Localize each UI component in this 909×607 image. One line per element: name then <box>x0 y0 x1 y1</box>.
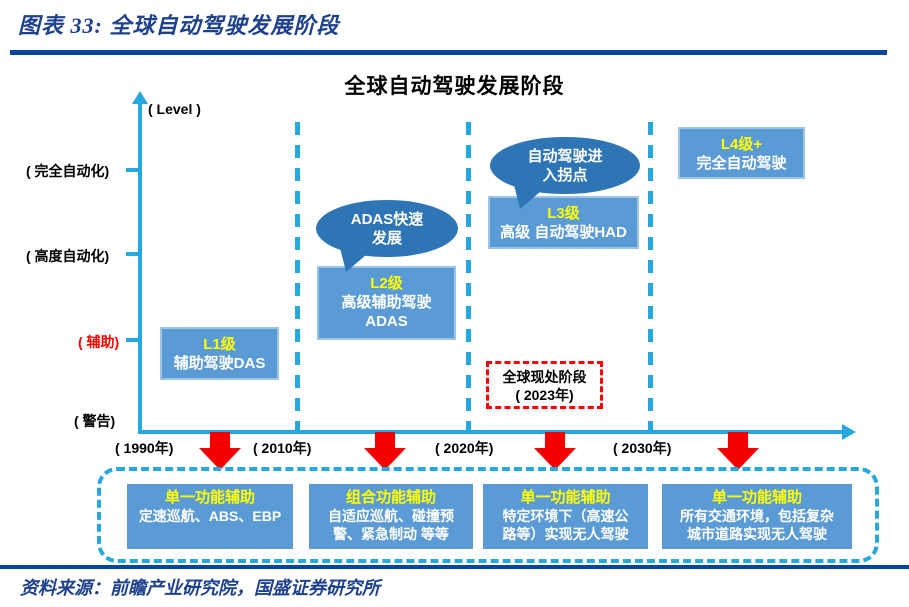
feature-4-desc: 所有交通环境，包括复杂 <box>680 508 834 524</box>
feature-box-3: 单一功能辅助 特定环境下（高速公 路等）实现无人驾驶 <box>483 484 648 549</box>
current-stage-line: ( 2023年) <box>515 387 574 403</box>
stage-box-l4: L4级+ 完全自动驾驶 <box>678 127 805 179</box>
stage-l3-name: L3级 <box>547 205 580 222</box>
bubble-inflection-line: 入拐点 <box>542 166 588 184</box>
x-tick-label-2010: ( 2010年) <box>253 440 312 456</box>
feature-3-desc: 特定环境下（高速公 <box>502 508 629 524</box>
y-tick-label-high-auto: ( 高度自动化) <box>26 248 110 264</box>
y-tick-label-full-auto: ( 完全自动化) <box>26 163 110 179</box>
bubble-adas-line: ADAS快速 <box>350 210 424 228</box>
feature-box-4: 单一功能辅助 所有交通环境，包括复杂 城市道路实现无人驾驶 <box>662 484 852 549</box>
feature-3-title: 单一功能辅助 <box>520 489 611 506</box>
feature-2-title: 组合功能辅助 <box>345 489 436 506</box>
x-tick-label-2020: ( 2020年) <box>435 440 494 456</box>
feature-1-title: 单一功能辅助 <box>164 489 255 506</box>
stage-l3-desc: 高级 自动驾驶HAD <box>500 224 627 241</box>
y-axis-arrow-icon <box>132 91 148 104</box>
x-tick-label-1990: ( 1990年) <box>115 440 174 456</box>
feature-2-desc: 自适应巡航、碰撞预 <box>328 508 454 524</box>
figure-caption: 图表 33: 全球自动驾驶发展阶段 <box>18 13 340 38</box>
bubble-inflection-line: 自动驾驶进 <box>527 147 603 165</box>
chart-title: 全球自动驾驶发展阶段 <box>344 75 565 98</box>
feature-4-title: 单一功能辅助 <box>711 489 802 506</box>
feature-summary-region <box>97 467 879 563</box>
stage-l2-name: L2级 <box>370 275 403 292</box>
source-note: 资料来源：前瞻产业研究院，国盛证券研究所 <box>20 578 380 598</box>
stage-box-l1: L1级 辅助驾驶DAS <box>160 327 279 380</box>
feature-2-desc: 警、紧急制动 等等 <box>333 526 449 542</box>
y-axis-line <box>138 102 142 434</box>
x-tick-label-2030: ( 2030年) <box>613 440 672 456</box>
bubble-inflection-point: 自动驾驶进 入拐点 <box>490 137 640 194</box>
bubble-adas-line: 发展 <box>371 229 402 247</box>
period-gridline <box>295 122 300 431</box>
period-gridline <box>466 122 471 431</box>
stage-l2-desc: 高级辅助驾驶 <box>341 294 432 311</box>
stage-l4-desc: 完全自动驾驶 <box>696 155 787 172</box>
bubble-adas-growth: ADAS快速 发展 <box>316 200 458 257</box>
red-down-arrow-icon <box>534 432 576 470</box>
red-down-arrow-icon <box>364 432 406 470</box>
red-down-arrow-icon <box>717 432 759 470</box>
y-tick-label-assist: ( 辅助) <box>78 334 120 350</box>
stage-l1-name: L1级 <box>203 336 236 353</box>
stage-l2-desc: ADAS <box>365 313 408 330</box>
current-stage-box: 全球现处阶段 ( 2023年) <box>486 361 603 409</box>
y-tick-label-warning: ( 警告) <box>74 413 116 429</box>
feature-4-desc: 城市道路实现无人驾驶 <box>687 526 827 542</box>
feature-box-2: 组合功能辅助 自适应巡航、碰撞预 警、紧急制动 等等 <box>309 484 473 549</box>
feature-box-1: 单一功能辅助 定速巡航、ABS、EBP <box>127 484 293 549</box>
x-axis-line <box>138 430 844 434</box>
footer-rule <box>0 565 909 569</box>
feature-3-desc: 路等）实现无人驾驶 <box>502 526 629 542</box>
red-down-arrow-icon <box>199 432 241 470</box>
stage-l1-desc: 辅助驾驶DAS <box>173 355 266 372</box>
y-axis-label: ( Level ) <box>148 101 201 117</box>
header-rule <box>10 50 887 55</box>
stage-l4-name: L4级+ <box>720 136 763 153</box>
y-tick-mark <box>126 252 140 256</box>
y-tick-mark <box>126 168 140 172</box>
stage-box-l2: L2级 高级辅助驾驶 ADAS <box>317 266 456 340</box>
current-stage-line: 全球现处阶段 <box>502 369 587 385</box>
x-axis-arrow-icon <box>842 424 856 440</box>
period-gridline <box>648 122 653 431</box>
feature-1-desc: 定速巡航、ABS、EBP <box>138 508 282 524</box>
stage-box-l3: L3级 高级 自动驾驶HAD <box>488 196 639 249</box>
y-tick-mark <box>126 338 140 342</box>
